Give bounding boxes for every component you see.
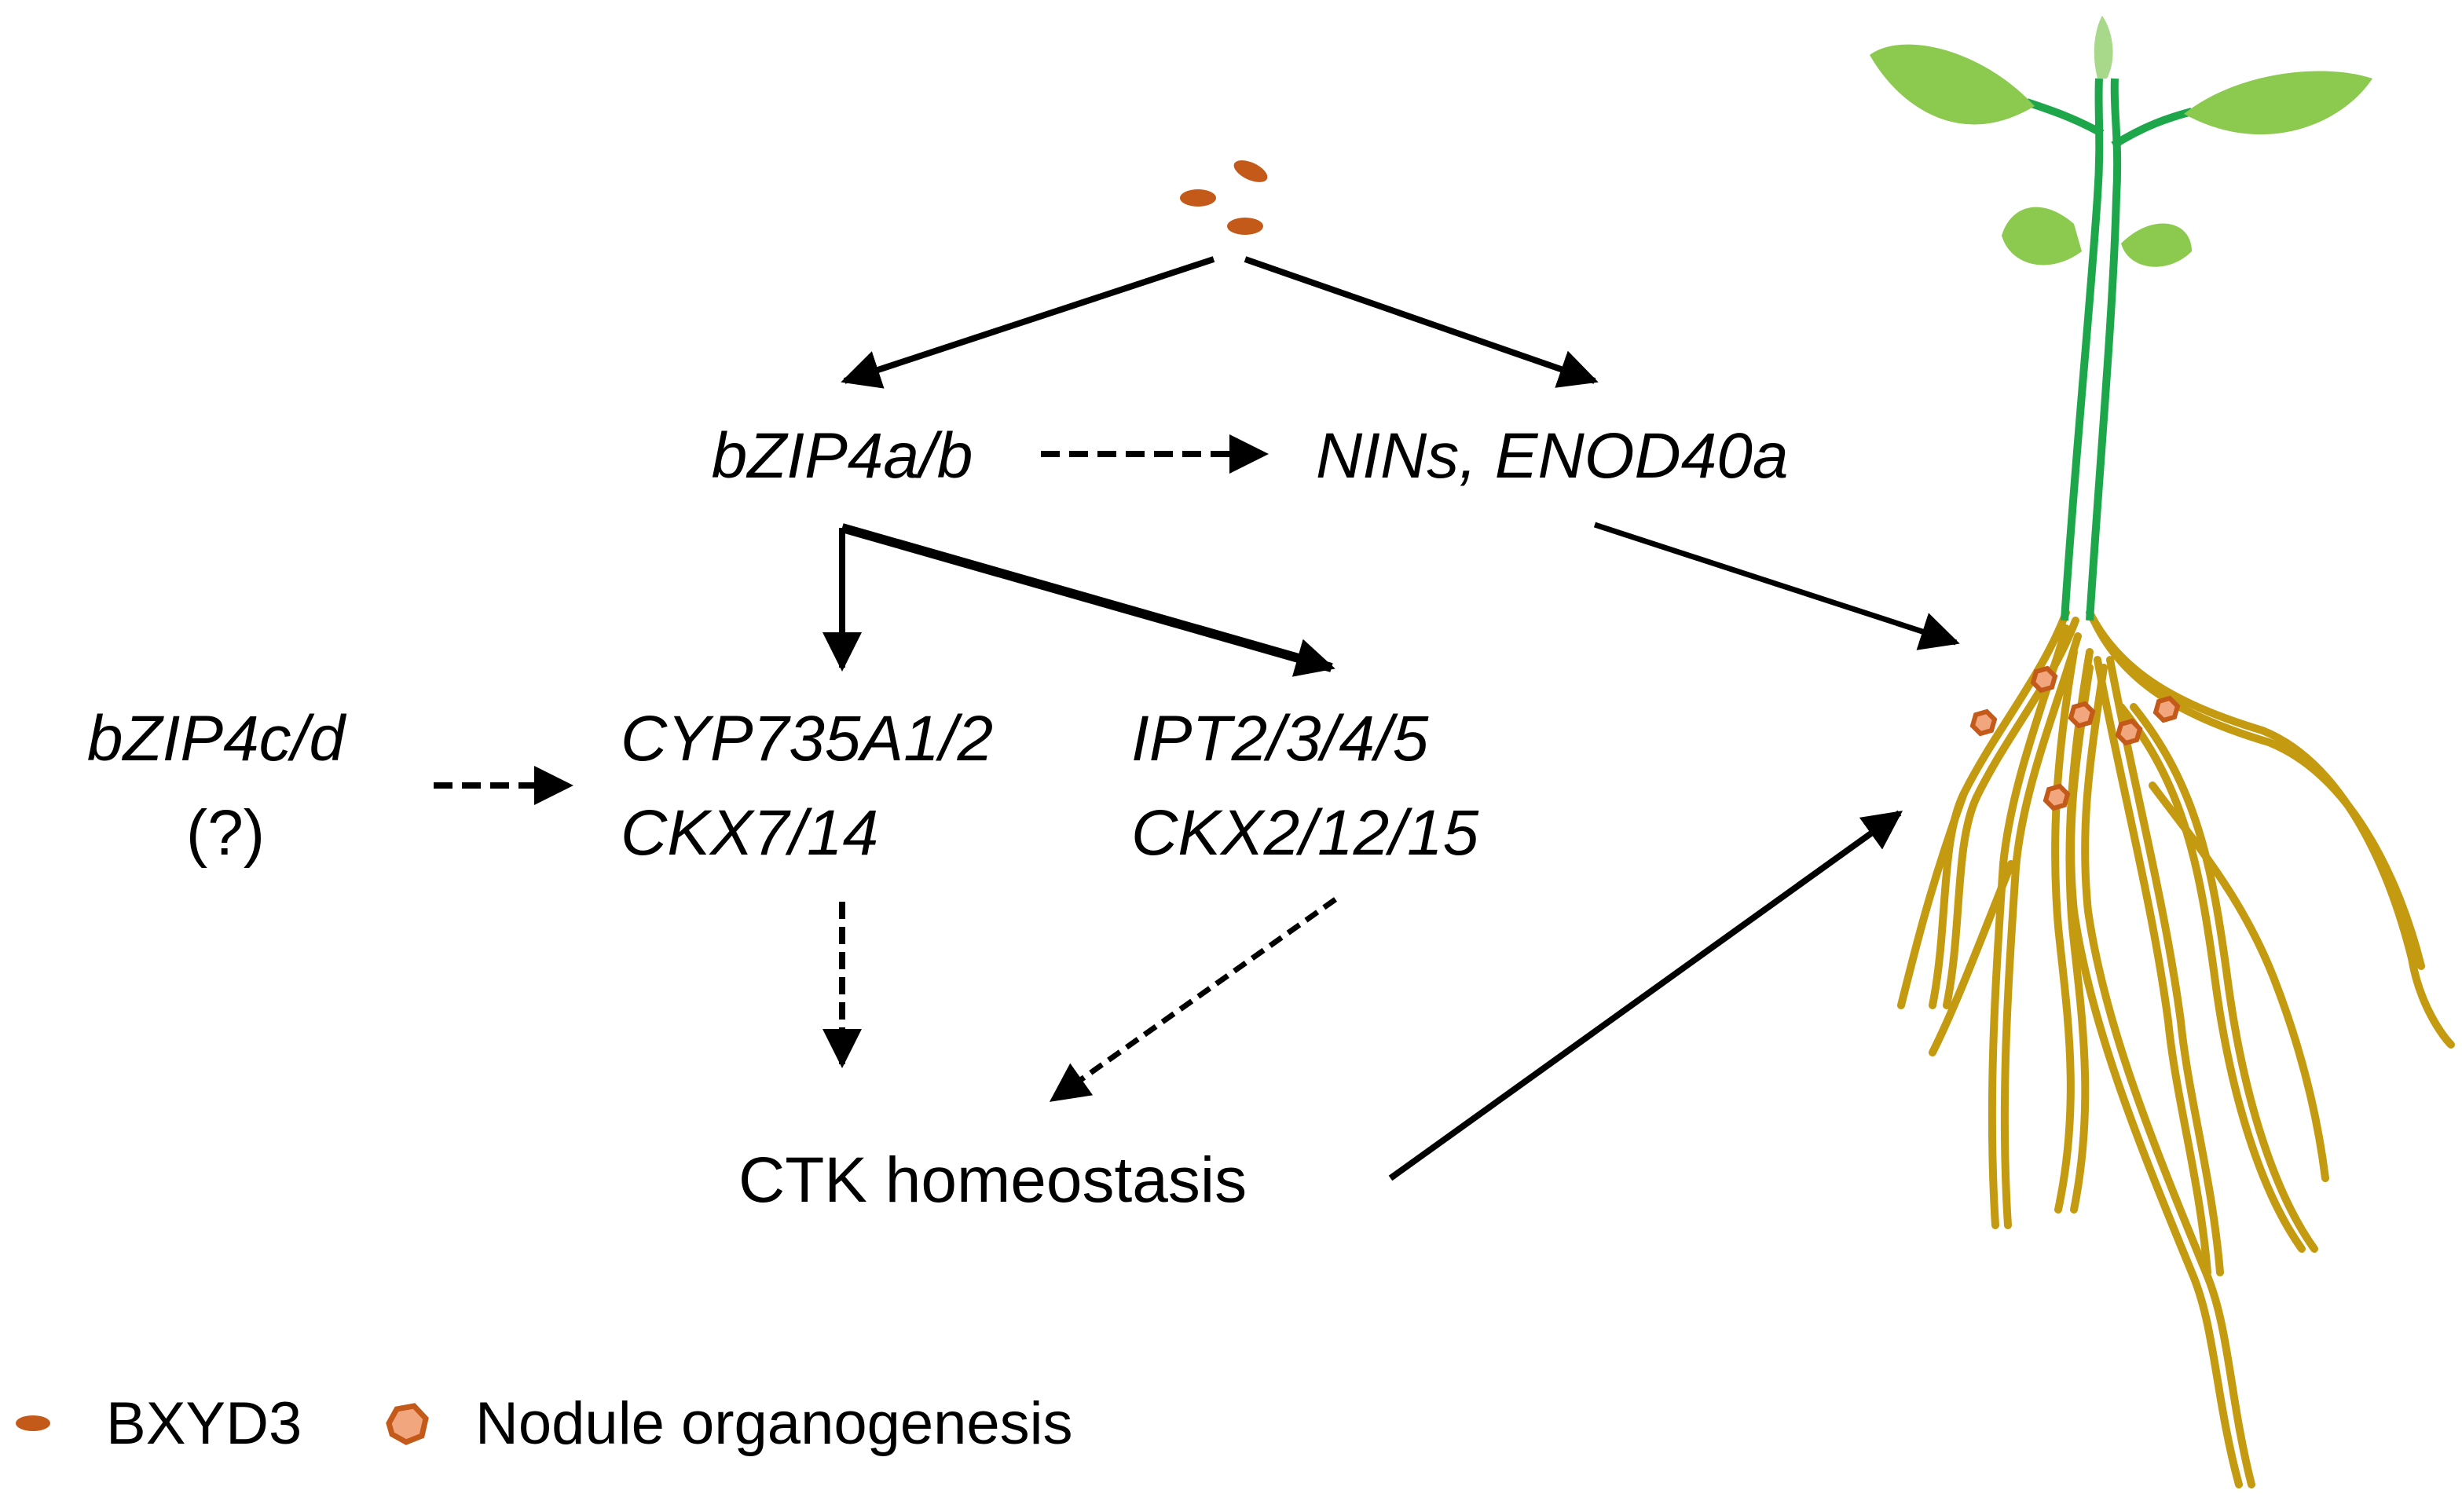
legend-label-nodule-organogenesis: Nodule organogenesis <box>475 1390 1073 1457</box>
gene-bzip4ab: bZIP4a/b <box>712 420 973 492</box>
bxyd3-seed-icon <box>1233 160 1268 182</box>
nodule-icon <box>1969 708 1998 737</box>
leaf <box>2002 207 2082 265</box>
gene-bzip4cd: bZIP4c/d <box>87 703 347 774</box>
nodule-icon <box>386 1403 429 1445</box>
bxyd3-seed-icon <box>1180 189 1216 207</box>
roots <box>1897 609 2455 1488</box>
arrows <box>434 256 1960 1181</box>
gene-ckx7-14: CKX7/14 <box>621 797 878 869</box>
leaf <box>2121 223 2192 267</box>
leaf <box>2184 71 2372 135</box>
plant-illustration <box>1870 16 2455 1488</box>
leaf <box>1870 44 2035 125</box>
nodule-icon <box>2115 718 2143 746</box>
stem <box>2025 78 2193 621</box>
legend: BXYD3 Nodule organogenesis <box>16 1390 1073 1457</box>
nodules <box>1969 665 2181 811</box>
arrow-bxyd3-to-nins <box>1244 256 1599 388</box>
gene-cyp735a: CYP735A1/2 <box>621 703 993 774</box>
bxyd3-seed-icon <box>16 1415 50 1431</box>
ctk-homeostasis-label: CTK homeostasis <box>738 1144 1247 1216</box>
arrow-ctk-to-root <box>1388 810 1903 1181</box>
nodule-icon <box>2030 665 2058 694</box>
gene-labels: bZIP4a/b NINs, ENOD40a bZIP4c/d (?) CYP7… <box>87 420 1789 1216</box>
leaves <box>1870 16 2372 267</box>
gene-ipt: IPT2/3/4/5 <box>1131 703 1429 774</box>
nodule-icon <box>2043 783 2071 811</box>
bxyd3-seeds <box>1180 160 1268 235</box>
arrow-nins-to-root <box>1593 522 1960 650</box>
bxyd3-seed-icon <box>1227 218 1263 235</box>
gene-ckx2-12-15: CKX2/12/15 <box>1131 797 1479 869</box>
leaf-bud <box>2094 16 2113 79</box>
nodule-icon <box>2152 695 2181 723</box>
legend-label-bxyd3: BXYD3 <box>106 1390 302 1457</box>
arrow-bxyd3-to-bzip4ab <box>841 256 1215 389</box>
arrow-ipt-to-ctk-dashed <box>1049 897 1338 1102</box>
gene-nins-enod40a: NINs, ENOD40a <box>1316 420 1789 492</box>
gene-bzip4cd-note: (?) <box>186 797 265 869</box>
nodule-icon <box>2068 701 2096 729</box>
arrow-bzip4ab-to-ipt <box>841 523 1335 677</box>
